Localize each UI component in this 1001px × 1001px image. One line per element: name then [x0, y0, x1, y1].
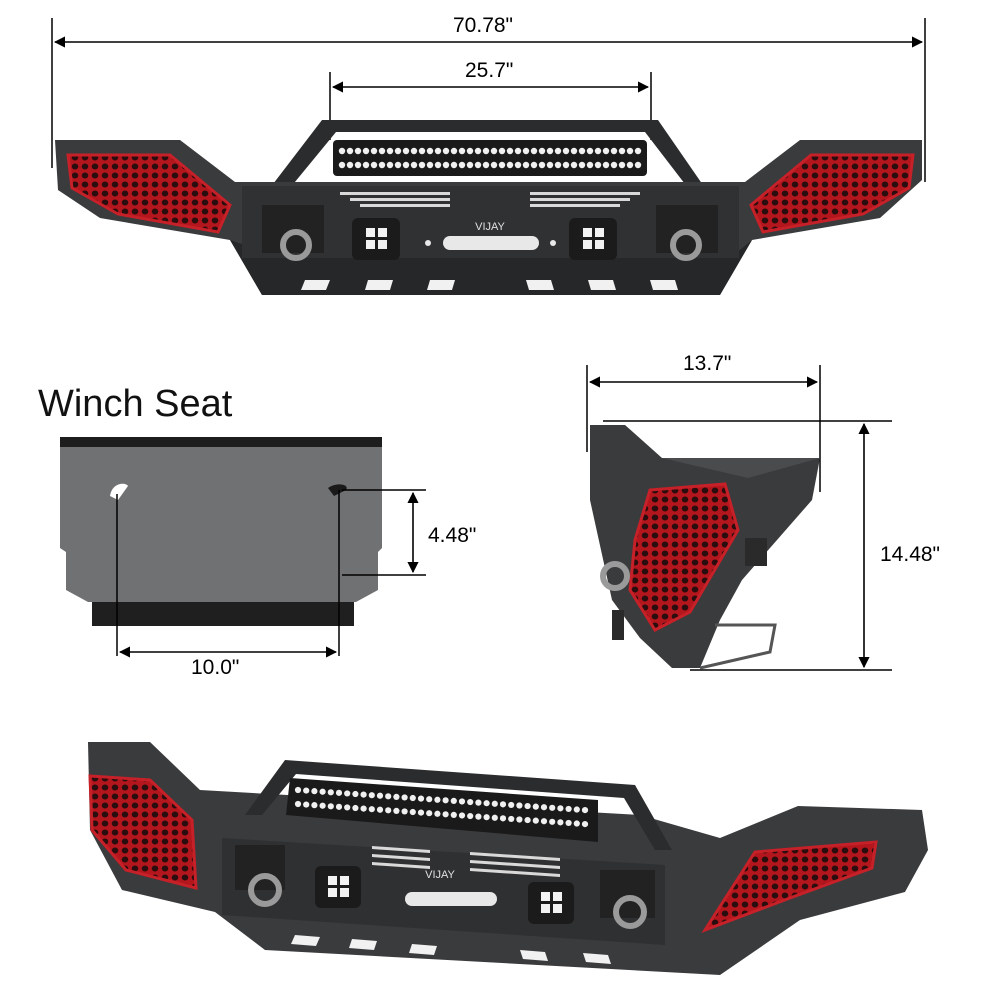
d-ring-shackle-right: [670, 229, 702, 261]
winch-plate: [60, 447, 382, 602]
side-depth-label: 13.7": [683, 352, 732, 375]
perspective-d-ring-left: [248, 873, 282, 907]
winch-plate-front-lip: [92, 602, 354, 626]
mesh-panel-right: [749, 153, 915, 234]
overall-width-label: 70.78": [453, 14, 514, 37]
perspective-skid-cutouts: [291, 935, 611, 964]
vent-slots-top: [340, 192, 640, 207]
skid-cutouts-top: [301, 280, 678, 290]
light-bar-leds: [338, 147, 642, 169]
mesh-panel-left: [66, 153, 232, 234]
perspective-vent-slots: [372, 846, 560, 877]
brand-logo-top: VIJAY: [475, 221, 505, 233]
d-ring-shackle-left: [280, 229, 312, 261]
perspective-cube-light-right: [528, 882, 574, 924]
winch-hole-spacing-label: 10.0": [191, 656, 240, 679]
perspective-mesh-right: [701, 840, 878, 933]
perspective-winch-slot: [405, 892, 497, 906]
cube-light-left: [352, 218, 400, 260]
shackle-mount-right: [656, 205, 718, 253]
mounting-bracket: [699, 623, 777, 670]
winch-hole-height-label: 4.48": [428, 524, 477, 547]
cube-light-right: [569, 218, 617, 260]
perspective-light-bar-leds: [294, 786, 589, 828]
winch-plate-top-edge: [60, 437, 382, 447]
side-height-label: 14.48": [880, 543, 941, 566]
perspective-hoop: [245, 760, 672, 850]
side-view-bumper: [586, 365, 892, 671]
side-d-ring-shackle: [600, 561, 630, 591]
side-mesh-panel: [628, 482, 740, 632]
winch-seat-view: [60, 437, 426, 658]
perspective-d-ring-right: [613, 895, 647, 929]
winch-mount-hole-right: [328, 484, 347, 496]
light-bar: [333, 140, 647, 176]
brand-logo-bottom: VIJAY: [425, 869, 455, 881]
winch-seat-title: Winch Seat: [38, 383, 233, 425]
winch-mount-hole-left: [110, 483, 128, 500]
perspective-view-bumper: VIJAY: [88, 742, 928, 975]
perspective-cube-light-left: [315, 866, 361, 908]
winch-fairlead-slot: [443, 236, 539, 250]
light-bar-width-label: 25.7": [465, 59, 514, 82]
perspective-mesh-left: [88, 774, 198, 890]
lightbar-hoop: [270, 120, 705, 188]
front-view-bumper: VIJAY: [51, 18, 926, 295]
shackle-mount-left: [262, 205, 324, 253]
